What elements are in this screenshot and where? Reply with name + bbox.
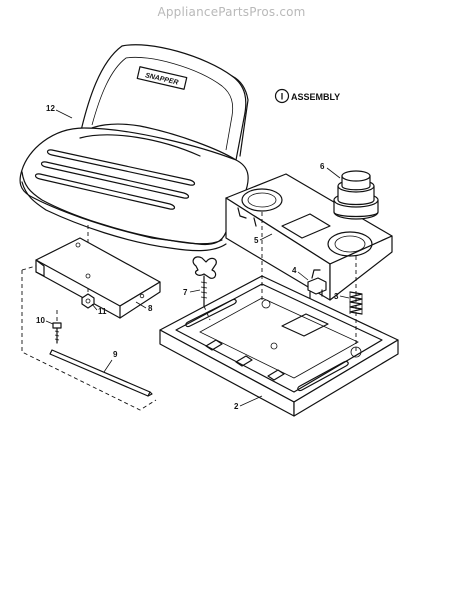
bracket-part (35, 237, 161, 319)
callout-2: 2 (234, 395, 263, 411)
cup-holder-insert-part (333, 170, 379, 220)
watermark: AppliancePartsPros.com (157, 5, 306, 19)
callout-label-2: 2 (234, 402, 239, 411)
callout-label-12: 12 (46, 104, 55, 113)
callout-label-11: 11 (98, 307, 107, 316)
callout-10: 10 (36, 316, 54, 325)
callout-9: 9 (103, 350, 118, 373)
callout-label-9: 9 (113, 350, 118, 359)
spring-part (349, 291, 363, 315)
callout-label-7: 7 (183, 288, 188, 297)
rod-part (49, 349, 153, 397)
callout-7: 7 (183, 288, 201, 297)
callout-label-8: 8 (148, 304, 153, 313)
callout-5: 5 (254, 233, 273, 245)
switch-part (307, 269, 327, 299)
callout-label-5: 5 (254, 236, 259, 245)
seat-part: SNAPPER (19, 44, 249, 252)
callout-label-6: 6 (320, 162, 325, 171)
knob-part (192, 256, 217, 307)
callout-4: 4 (292, 266, 309, 281)
nut-part (81, 293, 95, 309)
callout-label-10: 10 (36, 316, 45, 325)
console-cover-part (225, 173, 393, 301)
callout-6: 6 (320, 162, 341, 179)
callout-12: 12 (46, 104, 73, 119)
callout-label-4: 4 (292, 266, 297, 275)
callout-8: 8 (135, 301, 153, 313)
callout-3: 3 (334, 292, 350, 301)
assembly-label: I ASSEMBLY (274, 88, 340, 104)
assembly-text: ASSEMBLY (291, 92, 340, 102)
assembly-marker: I (281, 92, 284, 102)
bolt-part (52, 322, 62, 344)
base-pan-part (159, 275, 399, 417)
callout-11: 11 (91, 303, 107, 316)
callout-label-3: 3 (334, 292, 339, 301)
